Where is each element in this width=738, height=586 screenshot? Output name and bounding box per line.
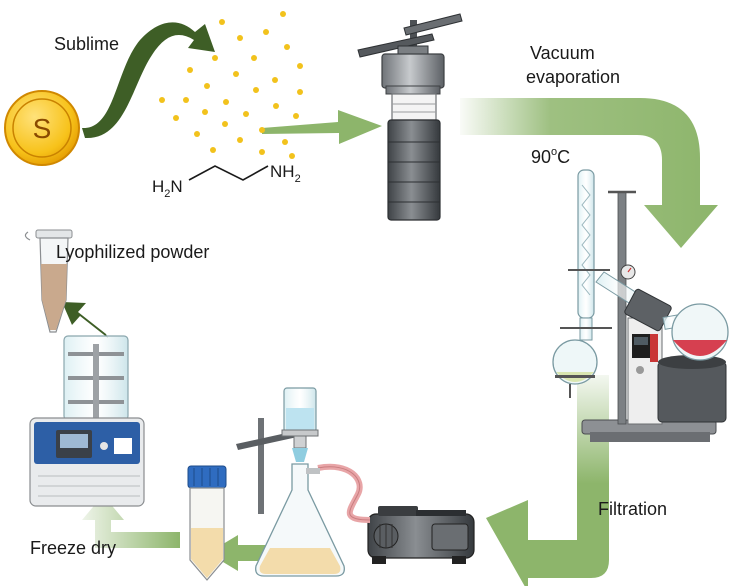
label-temperature: 90oC [531, 146, 570, 167]
right-nh: NH [270, 162, 295, 181]
temperature-value: 90 [531, 147, 551, 167]
left-n: N [170, 177, 182, 196]
svg-text:NH2: NH2 [270, 162, 301, 185]
centrifuge-tube-icon [24, 229, 73, 333]
sulfur-symbol: S [33, 113, 52, 144]
ethylenediamine-structure: H2N NH2 [152, 162, 301, 200]
temperature-unit: C [557, 147, 570, 167]
autoclave-icon [357, 13, 463, 221]
vacuum-pump-icon [317, 463, 475, 564]
right-nh-subscript: 2 [295, 173, 301, 185]
falcon-tube-icon [187, 465, 227, 581]
arrow-to-freeze-dryer [82, 495, 180, 548]
label-lyophilized-powder: Lyophilized powder [56, 242, 209, 262]
svg-text:H2N: H2N [152, 177, 183, 200]
sublimed-particles [159, 11, 303, 159]
arrow-to-pump [486, 375, 609, 586]
arrow-to-autoclave [262, 110, 382, 144]
label-freeze-dry: Freeze dry [30, 538, 116, 558]
label-filtration: Filtration [598, 499, 667, 519]
left-h: H [152, 177, 164, 196]
arrow-to-centrifuge-tube [62, 302, 108, 338]
arrow-to-evaporator [460, 98, 718, 248]
label-sublime: Sublime [54, 34, 119, 54]
freeze-dryer-icon [29, 335, 145, 507]
label-vacuum-evaporation-line1: Vacuum [530, 43, 595, 63]
label-vacuum-evaporation-line2: evaporation [526, 67, 620, 87]
sulfur-icon: S [4, 90, 80, 166]
left-h-subscript: 2 [164, 188, 170, 200]
rotary-evaporator-icon [552, 169, 729, 442]
sublime-arrow [82, 22, 215, 139]
temperature-superscript: o [551, 146, 557, 158]
filtration-flask-icon [236, 387, 345, 577]
